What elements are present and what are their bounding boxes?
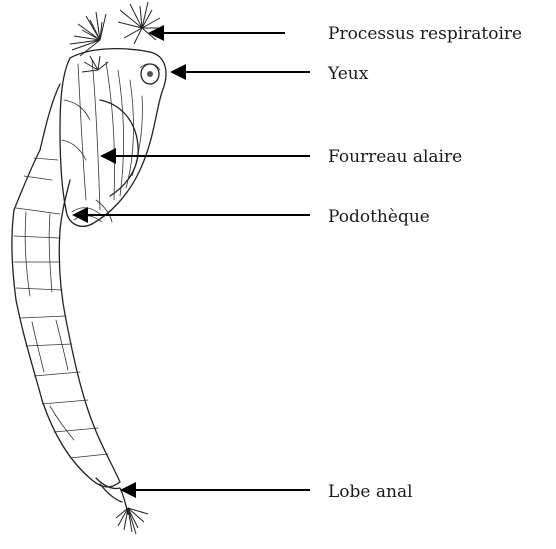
abdomen-drawing — [12, 84, 120, 487]
arrow-lobe-anal — [120, 482, 310, 498]
label-podotheque: Podothèque — [328, 207, 430, 227]
cephalothorax-drawing — [60, 49, 166, 227]
arrow-yeux — [170, 64, 310, 80]
arrow-podotheque — [72, 207, 310, 223]
label-yeux: Yeux — [327, 64, 369, 84]
label-lobe-anal: Lobe anal — [328, 482, 413, 502]
arrow-processus-respiratoire — [148, 25, 285, 41]
label-fourreau-alaire: Fourreau alaire — [328, 147, 462, 167]
label-processus-respiratoire: Processus respiratoire — [328, 24, 522, 44]
respiratory-process-drawing — [70, 2, 164, 72]
pupa-illustration — [12, 2, 166, 534]
